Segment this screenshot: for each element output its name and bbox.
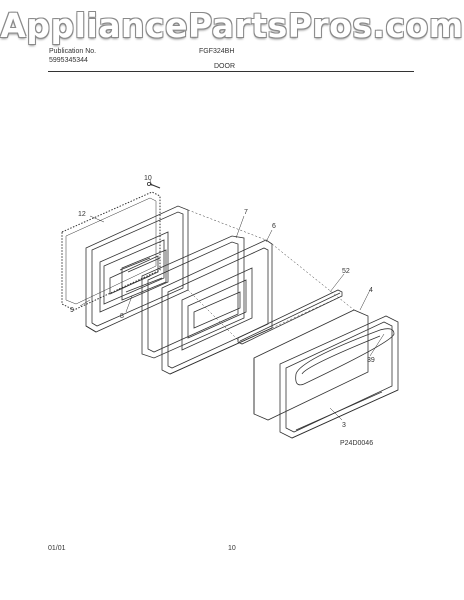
callout-leaders bbox=[79, 179, 385, 421]
footer-page-number: 10 bbox=[228, 545, 236, 552]
callout-8: 8 bbox=[120, 313, 124, 320]
publication-label: Publication No. bbox=[49, 48, 97, 55]
assembly-guide-lines bbox=[187, 209, 355, 345]
publication-number: 5995345344 bbox=[49, 57, 88, 64]
callout-6: 6 bbox=[272, 223, 276, 230]
part-3-outer-frame bbox=[279, 315, 399, 439]
watermark: AppliancePartsPros.com bbox=[0, 6, 464, 45]
callout-9: 9 bbox=[70, 307, 74, 314]
section-title: DOOR bbox=[214, 63, 235, 70]
callout-4: 4 bbox=[369, 287, 373, 294]
footer-date: 01/01 bbox=[48, 545, 66, 552]
part-39-handle bbox=[295, 328, 395, 386]
callout-3: 3 bbox=[342, 422, 346, 429]
callout-52: 52 bbox=[342, 268, 350, 275]
part-12-gasket bbox=[61, 191, 161, 311]
model-number: FGF324BH bbox=[199, 48, 235, 55]
header-rule bbox=[48, 71, 414, 72]
callout-7: 7 bbox=[244, 209, 248, 216]
callout-12: 12 bbox=[78, 211, 86, 218]
part-6-frame bbox=[161, 239, 273, 375]
part-10-screw bbox=[146, 181, 161, 189]
callout-10: 10 bbox=[144, 175, 152, 182]
part-7-panel bbox=[141, 235, 245, 359]
callout-39: 39 bbox=[367, 357, 375, 364]
diagram-code: P24D0046 bbox=[340, 440, 374, 447]
part-8-window-pack bbox=[121, 249, 167, 301]
